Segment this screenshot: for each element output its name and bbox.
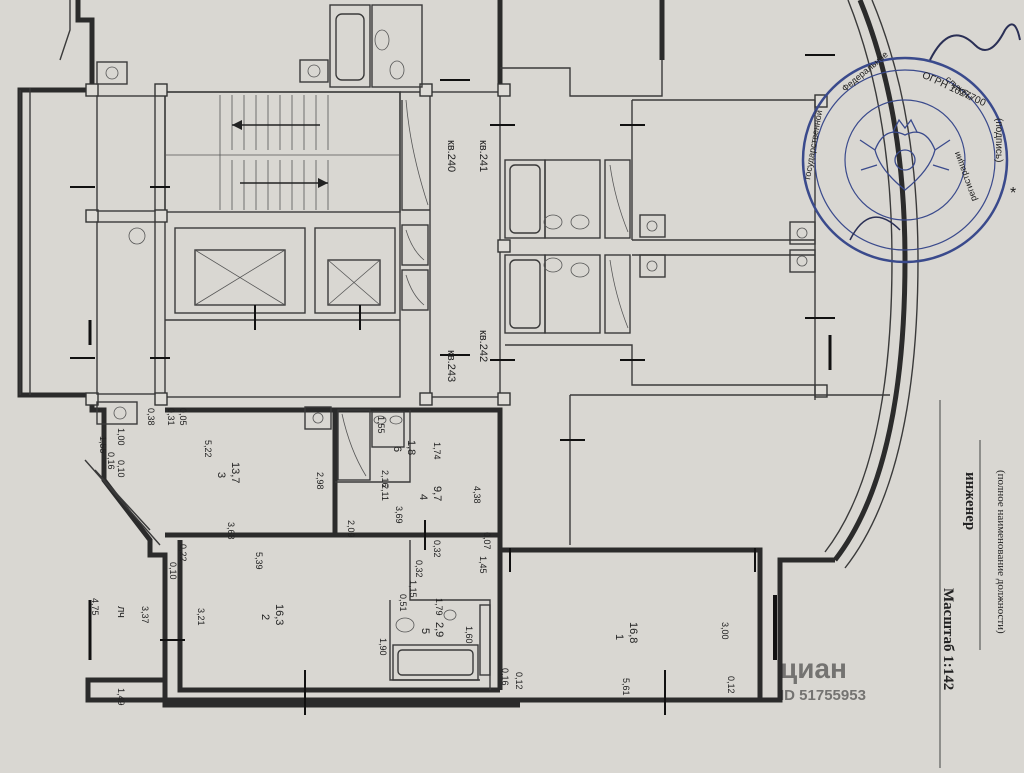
dim-label: 0,16 (106, 452, 116, 470)
stair-arrow-up-icon (232, 120, 320, 130)
watermark-id: ID 51755953 (780, 687, 866, 704)
apartment-label-kv242: кв.242 (477, 330, 489, 362)
right-bathrooms (504, 159, 816, 334)
dim-label: 1,00 (116, 428, 126, 446)
signature: (подпись) * (849, 23, 1021, 241)
dim-label: 0,32 (414, 560, 424, 578)
dim-label: 0,12 (514, 672, 524, 690)
room3-dim-c: 3,68 (226, 522, 236, 540)
balcony-dim-a: 4,75 (90, 598, 100, 616)
room6-area: 1,8 (405, 440, 417, 455)
room2-dim-b: 3,21 (196, 608, 206, 626)
lift-small-icon (327, 259, 381, 306)
dim-label: 0,31 (166, 408, 176, 426)
room1-dim-b: 5,61 (621, 678, 631, 696)
apartment-label-kv243: кв.243 (445, 350, 457, 382)
eagle-emblem-icon (859, 118, 951, 191)
balcony-dim-c: 1,49 (116, 688, 126, 706)
dim-label: 1,15 (408, 580, 418, 598)
position-label: инженер (962, 472, 978, 530)
dim-label: 2,11 (380, 484, 390, 501)
room4-dim-a: 4,38 (472, 486, 482, 504)
room6-dim-b: 2,16 (380, 470, 390, 488)
room5-dim-b: 1,60 (464, 626, 474, 644)
dim-label: 0,38 (146, 408, 156, 426)
room3-dim-b: 2,98 (315, 472, 325, 490)
columns (85, 83, 828, 406)
small-dimensions: 0,31 0,05 0,38 1,00 0,16 0,10 1,55 2,11 … (98, 408, 736, 694)
signature-caption: (подпись) (993, 118, 1004, 162)
dim-label: 0,07 (482, 532, 492, 550)
room2-dim-a: 5,39 (254, 552, 264, 570)
room2-area: 16,3 (273, 604, 285, 625)
balcony-number: лч (115, 606, 127, 618)
room5-area: 2,9 (433, 622, 445, 637)
room6-number: 6 (391, 446, 403, 452)
room-labels: 1 16,8 3,00 5,61 2 16,3 5,39 3,21 1,90 3… (90, 416, 730, 706)
room4-dim-c: 1,74 (432, 442, 442, 460)
apartment-label-kv241: кв.241 (477, 140, 489, 172)
room5-dim-a: 1,79 (434, 598, 444, 616)
lift-large-icon (194, 249, 286, 306)
room4-number: 4 (417, 494, 429, 500)
room1-number: 1 (613, 634, 625, 640)
cian-watermark: циан ID 51755953 (780, 653, 866, 704)
room2-dim-c: 1,90 (378, 638, 388, 656)
window-ticks (70, 54, 835, 715)
room3-area: 13,7 (229, 462, 241, 483)
apartment-labels: кв.240 кв.241 кв.242 кв.243 (445, 140, 489, 382)
room5-number: 5 (419, 628, 431, 634)
dim-label: 1,45 (478, 556, 488, 574)
watermark-brand: циан (780, 653, 847, 684)
dim-label: 0,22 (178, 544, 188, 562)
scale-label: Масштаб 1:142 (940, 588, 956, 690)
dim-label: 0,10 (168, 562, 178, 580)
room1-area: 16,8 (627, 622, 639, 643)
apartment-fixtures (304, 406, 491, 681)
dim-label: 0,05 (178, 408, 188, 426)
apartment-label-kv240: кв.240 (445, 140, 457, 172)
apartment-outline (84, 407, 763, 700)
room6-dim-a: 1,55 (376, 416, 386, 434)
room4-area: 9,7 (431, 486, 443, 501)
room2-number: 2 (259, 614, 271, 620)
position-caption: (полное наименование должности) (995, 470, 1007, 634)
left-rooms (96, 61, 156, 425)
room3-dim-a: 5,22 (203, 440, 213, 458)
stamp-star: * (1010, 185, 1016, 202)
dim-label: 0,32 (432, 540, 442, 558)
room1-dim-a: 3,00 (720, 622, 730, 640)
dim-label: 0,51 (398, 594, 408, 612)
stair-arrow-down-icon (240, 178, 328, 188)
top-bathrooms (299, 4, 430, 311)
dim-label: 2,09 (346, 520, 356, 538)
room4-dim-b: 3,69 (394, 506, 404, 524)
dim-label: 1,55 (98, 436, 108, 454)
right-partitions (500, 60, 890, 545)
dim-label: 0,16 (500, 668, 510, 686)
dim-label: 0,10 (116, 460, 126, 478)
balcony-dim-b: 3,37 (140, 606, 150, 624)
dim-label: 0,12 (726, 676, 736, 694)
room3-number: 3 (215, 472, 227, 478)
